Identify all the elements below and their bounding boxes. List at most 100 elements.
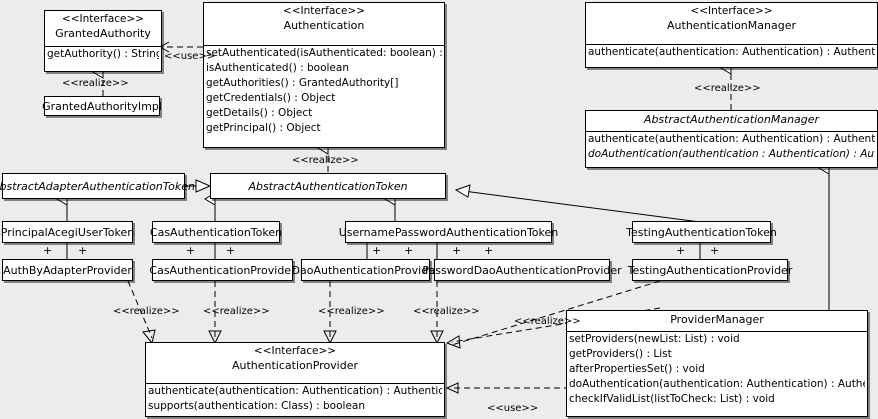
class-header: PasswordDaoAuthenticationProvider xyxy=(422,260,621,280)
operation: authenticate(authentication: Authenticat… xyxy=(588,46,875,58)
class-authentication-manager[interactable]: <<Interface>> AuthenticationManager auth… xyxy=(585,2,878,68)
edge-label-realize-grantedauthorityimpl: <<realize>> xyxy=(62,78,129,89)
class-operations: authenticate(authentication: Authenticat… xyxy=(146,383,444,415)
association-role-plus: + xyxy=(372,244,382,257)
association-role-plus: + xyxy=(78,244,88,257)
class-name: GrantedAuthorityImpl xyxy=(42,99,162,113)
class-name: AuthByAdapterProvider xyxy=(3,263,132,277)
class-name: AuthenticationProvider xyxy=(231,359,359,372)
class-name: UsernamePasswordAuthenticationToken xyxy=(338,225,559,239)
edge-generalize-testingauthenticationtoken xyxy=(454,184,701,223)
class-name: AbstractAuthenticationToken xyxy=(248,179,408,193)
association-role-plus: + xyxy=(43,244,53,257)
association-role-plus: + xyxy=(676,244,686,257)
class-name: Authentication xyxy=(283,19,365,32)
association-role-plus: + xyxy=(710,244,720,257)
class-provider-manager[interactable]: ProviderManager setProviders(newList: Li… xyxy=(566,310,868,417)
edge-label-realize-abstractauthenticationtoken: <<realize>> xyxy=(292,155,359,166)
edge-label-use-authentication: <<use>> xyxy=(164,51,216,62)
class-header: TestingAuthenticationToken xyxy=(626,222,777,242)
stereotype-label: <<Interface>> xyxy=(61,13,145,25)
class-granted-authority[interactable]: <<Interface>> GrantedAuthority getAuthor… xyxy=(44,10,162,72)
operation: setProviders(newList: List) : void xyxy=(569,333,740,345)
edge-label-realize-providermanager: <<realize>> xyxy=(514,316,581,327)
class-operations: authenticate(authentication: Authenticat… xyxy=(586,131,877,163)
class-operations: setProviders(newList: List) : void getPr… xyxy=(567,331,867,408)
class-authentication-provider[interactable]: <<Interface>> AuthenticationProvider aut… xyxy=(145,342,445,417)
stereotype-label: <<Interface>> xyxy=(690,5,773,17)
stereotype-label: <<Interface>> xyxy=(253,345,337,357)
operation: authenticate(authentication: Authenticat… xyxy=(588,133,875,145)
class-auth-by-adapter-provider[interactable]: AuthByAdapterProvider xyxy=(2,259,133,281)
class-cas-authentication-token[interactable]: CasAuthenticationToken xyxy=(149,221,283,243)
edge-label-realize-authbyadapterprovider: <<realize>> xyxy=(113,306,180,317)
edge-label-realize-passworddaoauthenticationprovider: <<realize>> xyxy=(413,306,480,317)
class-header: <<Interface>> GrantedAuthority xyxy=(45,11,161,46)
class-header: CasAuthenticationToken xyxy=(149,222,283,242)
association-role-plus: + xyxy=(226,244,236,257)
class-name: CasAuthenticationProvider xyxy=(149,263,296,277)
operation: getAuthorities() : GrantedAuthority[] xyxy=(206,77,399,89)
class-cas-authentication-provider[interactable]: CasAuthenticationProvider xyxy=(149,259,296,281)
edge-label-use-providermanager: <<use>> xyxy=(487,403,539,414)
edge-label-realize-abstractauthenticationmanager: <<realize>> xyxy=(694,83,761,94)
stereotype-label: <<Interface>> xyxy=(282,5,366,17)
class-header: CasAuthenticationProvider xyxy=(149,260,295,280)
class-header: ProviderManager xyxy=(567,311,867,331)
class-operations: getAuthority() : String xyxy=(45,46,161,63)
operation: doAuthentication(authentication: Authent… xyxy=(569,378,865,390)
class-authentication[interactable]: <<Interface>> Authentication setAuthenti… xyxy=(203,2,445,148)
class-testing-authentication-token[interactable]: TestingAuthenticationToken xyxy=(626,221,777,243)
class-name: GrantedAuthority xyxy=(55,27,151,40)
class-header: <<Interface>> AuthenticationManager xyxy=(586,3,877,44)
class-abstract-authentication-token[interactable]: AbstractAuthenticationToken xyxy=(210,173,446,199)
class-name: TestingAuthenticationProvider xyxy=(627,263,793,277)
class-name: AbstractAuthenticationManager xyxy=(643,113,820,126)
operation: setAuthenticated(isAuthenticated: boolea… xyxy=(206,47,442,59)
class-operations: setAuthenticated(isAuthenticated: boolea… xyxy=(204,45,444,137)
class-name: PasswordDaoAuthenticationProvider xyxy=(422,263,622,277)
class-header: GrantedAuthorityImpl xyxy=(42,97,162,115)
class-name: TestingAuthenticationToken xyxy=(626,225,777,239)
operation: checkIfValidList(listToCheck: List) : vo… xyxy=(569,393,775,405)
class-principal-acegi-user-token[interactable]: PrincipalAcegiUserToken xyxy=(0,221,135,243)
class-header: <<Interface>> Authentication xyxy=(204,3,444,45)
class-granted-authority-impl[interactable]: GrantedAuthorityImpl xyxy=(42,96,162,116)
class-name: PrincipalAcegiUserToken xyxy=(0,225,135,239)
class-operations: authenticate(authentication: Authenticat… xyxy=(586,44,877,61)
class-password-dao-authentication-provider[interactable]: PasswordDaoAuthenticationProvider xyxy=(422,259,622,281)
operation: supports(authentication: Class) : boolea… xyxy=(148,400,365,412)
class-dao-authentication-provider[interactable]: DaoAuthenticationProvider xyxy=(292,259,440,281)
operation: isAuthenticated() : boolean xyxy=(206,62,349,74)
association-role-plus: + xyxy=(404,244,414,257)
class-header: UsernamePasswordAuthenticationToken xyxy=(339,222,559,242)
operation: authenticate(authentication: Authenticat… xyxy=(148,385,442,397)
class-name: DaoAuthenticationProvider xyxy=(291,263,440,277)
operation: getPrincipal() : Object xyxy=(206,122,321,134)
class-header: AbstractAuthenticationToken xyxy=(211,174,445,198)
class-abstract-authentication-manager[interactable]: AbstractAuthenticationManager authentica… xyxy=(585,110,878,168)
class-header: TestingAuthenticationProvider xyxy=(628,260,793,280)
class-name: AbstractAdapterAuthenticationToken xyxy=(0,179,195,193)
class-header: DaoAuthenticationProvider xyxy=(292,260,440,280)
class-header: <<Interface>> AuthenticationProvider xyxy=(146,343,444,383)
operation: doAuthentication(authentication : Authen… xyxy=(588,148,875,160)
class-name: CasAuthenticationToken xyxy=(149,225,283,239)
class-header: AuthByAdapterProvider xyxy=(3,260,132,280)
operation: getProviders() : List xyxy=(569,348,672,360)
class-username-password-authentication-token[interactable]: UsernamePasswordAuthenticationToken xyxy=(339,221,559,243)
class-header: AbstractAuthenticationManager xyxy=(586,111,877,131)
class-header: AbstractAdapterAuthenticationToken xyxy=(0,174,195,198)
edge-label-realize-casauthenticationprovider: <<realize>> xyxy=(203,306,270,317)
class-header: PrincipalAcegiUserToken xyxy=(0,222,135,242)
class-abstract-adapter-authentication-token[interactable]: AbstractAdapterAuthenticationToken xyxy=(0,173,195,199)
operation: getAuthority() : String xyxy=(47,48,159,60)
operation: afterPropertiesSet() : void xyxy=(569,363,705,375)
class-name: AuthenticationManager xyxy=(667,19,796,32)
operation: getDetails() : Object xyxy=(206,107,313,119)
association-role-plus: + xyxy=(484,244,494,257)
association-role-plus: + xyxy=(452,244,462,257)
class-name: ProviderManager xyxy=(670,313,764,326)
class-testing-authentication-provider[interactable]: TestingAuthenticationProvider xyxy=(628,259,793,281)
